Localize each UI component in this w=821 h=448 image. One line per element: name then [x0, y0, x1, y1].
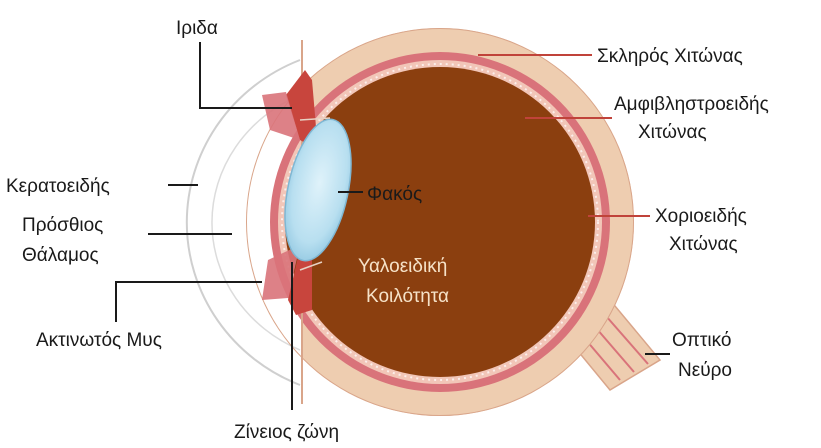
anterior-chamber-label-line1: Πρόσθιος — [22, 215, 103, 236]
optic-nerve-label-line2: Νεύρο — [678, 360, 732, 381]
zonule-label: Ζίνειος ζώνη — [234, 422, 339, 443]
anterior-chamber-label-line2: Θάλαμος — [22, 245, 99, 266]
retina-label-line1: Αμφιβληστροειδής — [614, 94, 769, 115]
lens-label: Φακός — [367, 184, 422, 205]
vitreous-label-line2: Κοιλότητα — [366, 286, 449, 307]
sclera-label: Σκληρός Χιτώνας — [597, 46, 743, 67]
cornea-label: Κερατοειδής — [6, 176, 110, 197]
choroid-label-line2: Χιτώνας — [669, 234, 738, 255]
ciliary-muscle-label: Ακτινωτός Μυς — [36, 330, 162, 351]
vitreous-label-line1: Υαλοειδική — [358, 256, 447, 277]
retina-label-line2: Χιτώνας — [638, 122, 707, 143]
optic-nerve-label-line1: Οπτικό — [672, 330, 731, 351]
iris-label: Ιριδα — [176, 18, 218, 39]
choroid-label-line1: Χοριοειδής — [655, 206, 747, 227]
